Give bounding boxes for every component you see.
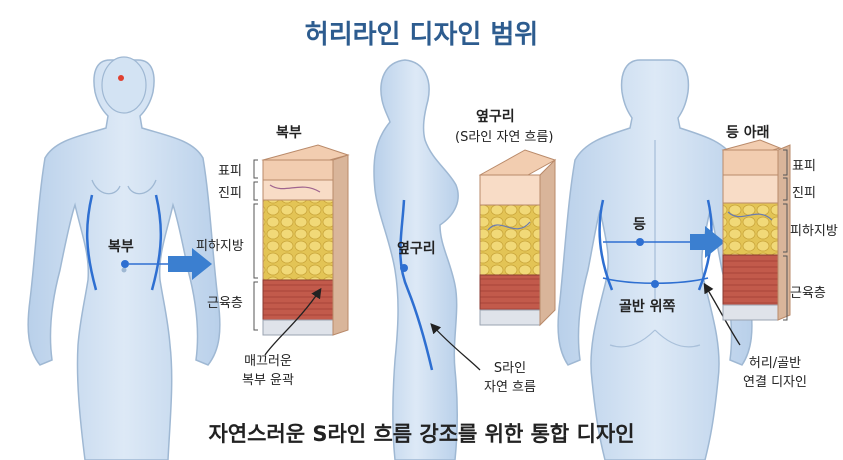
side-note-line1: S라인 bbox=[493, 361, 527, 376]
back-block-title: 등 아래 bbox=[726, 125, 770, 141]
side-skin-block bbox=[478, 149, 557, 327]
back-point-label-upper: 등 bbox=[633, 217, 646, 233]
front-layer-epidermis: 표피 bbox=[218, 164, 242, 179]
front-layer-dermis: 진피 bbox=[218, 186, 242, 201]
back-point-label-lower: 골반 위쪽 bbox=[619, 299, 676, 315]
back-layer-epidermis: 표피 bbox=[792, 159, 816, 174]
side-point-label: 옆구리 bbox=[397, 241, 436, 257]
front-body-figure bbox=[27, 56, 221, 460]
back-note-line2: 연결 디자인 bbox=[743, 375, 807, 390]
front-point-label: 복부 bbox=[108, 239, 134, 255]
bottom-caption: 자연스러운 S라인 흐름 강조를 위한 통합 디자인 bbox=[208, 422, 635, 446]
front-note-line1: 매끄러운 bbox=[244, 354, 292, 369]
side-note: S라인 자연 흐름 bbox=[470, 357, 550, 395]
front-layer-muscle: 근육층 bbox=[207, 296, 243, 311]
back-layer-fat: 피하지방 bbox=[790, 224, 838, 239]
back-note-line1: 허리/골반 bbox=[748, 356, 802, 371]
back-layer-muscle: 근육층 bbox=[790, 286, 826, 301]
front-skin-block bbox=[253, 144, 350, 356]
side-block-title: 옆구리 bbox=[476, 109, 515, 125]
front-block-title: 복부 bbox=[276, 125, 302, 141]
side-note-line2: 자연 흐름 bbox=[484, 380, 536, 395]
back-layer-dermis: 진피 bbox=[792, 186, 816, 201]
page-title: 허리라인 디자인 범위 bbox=[304, 20, 539, 50]
front-note-line2: 복부 윤곽 bbox=[242, 373, 294, 388]
front-layer-fat: 피하지방 bbox=[196, 239, 244, 254]
front-note: 매끄러운 복부 윤곽 bbox=[228, 350, 308, 388]
side-block-subtitle: (S라인 자연 흐름) bbox=[455, 130, 554, 145]
side-body-figure bbox=[373, 59, 481, 460]
back-skin-block bbox=[721, 139, 791, 321]
back-note: 허리/골반 연결 디자인 bbox=[730, 352, 820, 390]
